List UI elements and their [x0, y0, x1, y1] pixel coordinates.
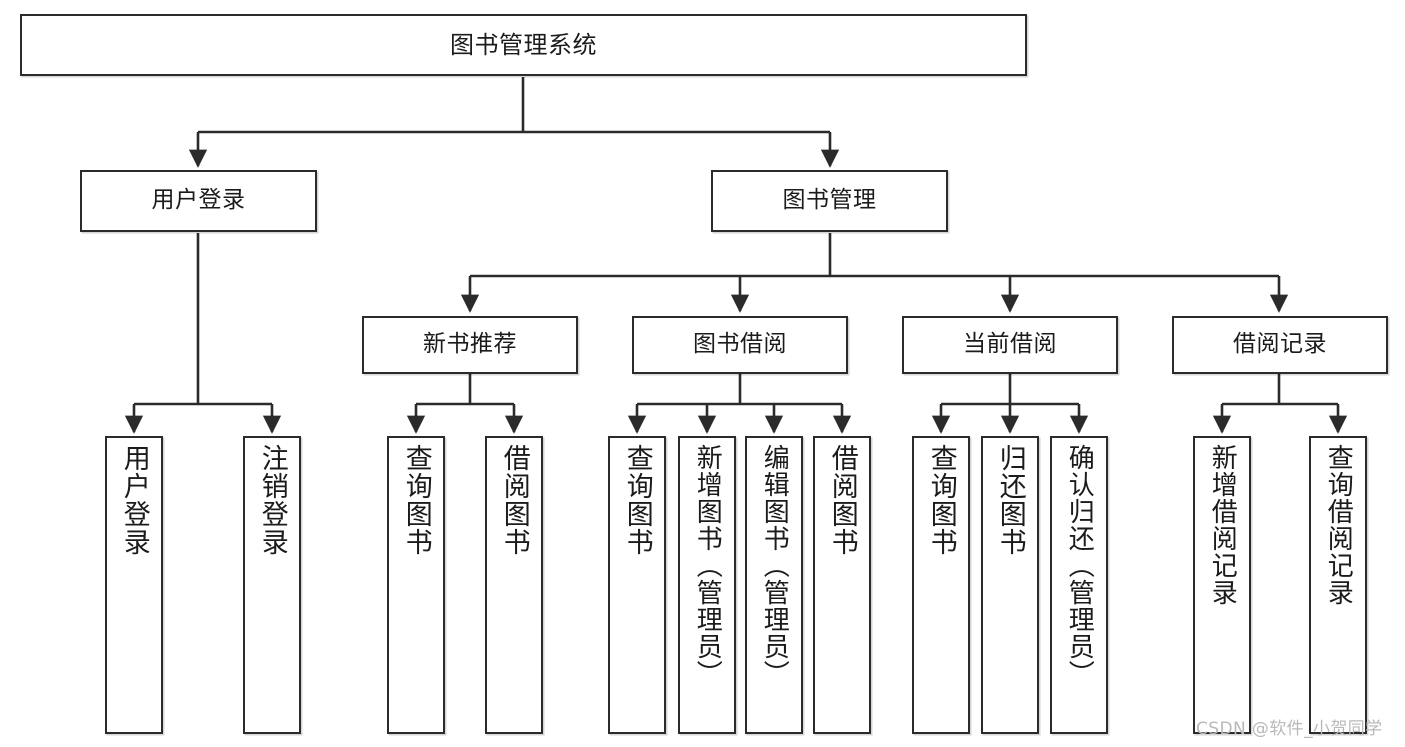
node-current-borrow-label: 当前借阅: [963, 331, 1057, 358]
node-borrow-record-label: 借阅记录: [1233, 331, 1327, 358]
node-leaf-user-login[interactable]: 用户登录: [105, 436, 163, 734]
node-leaf-query-book-3-label: 查询图书: [925, 444, 957, 556]
node-leaf-borrow-book-2-label: 借阅图书: [826, 444, 858, 556]
node-user-login-label: 用户登录: [151, 187, 246, 214]
node-leaf-edit-book[interactable]: 编辑图书（管理员）: [745, 436, 803, 734]
node-leaf-borrow-book-2[interactable]: 借阅图书: [813, 436, 871, 734]
node-current-borrow[interactable]: 当前借阅: [902, 316, 1118, 374]
node-leaf-borrow-book-1[interactable]: 借阅图书: [485, 436, 543, 734]
node-leaf-return-book[interactable]: 归还图书: [981, 436, 1039, 734]
node-leaf-query-book-2[interactable]: 查询图书: [608, 436, 666, 734]
node-book-manage-label: 图书管理: [782, 187, 877, 214]
node-leaf-query-book-3[interactable]: 查询图书: [912, 436, 970, 734]
node-book-borrow[interactable]: 图书借阅: [632, 316, 848, 374]
node-book-manage[interactable]: 图书管理: [711, 170, 948, 232]
node-root-label: 图书管理系统: [450, 30, 597, 59]
node-leaf-query-book-1-label: 查询图书: [400, 444, 432, 556]
node-root[interactable]: 图书管理系统: [20, 14, 1027, 76]
node-leaf-add-book-label: 新增图书（管理员）: [692, 444, 723, 687]
node-leaf-add-record-label: 新增借阅记录: [1207, 444, 1238, 606]
node-leaf-add-book[interactable]: 新增图书（管理员）: [678, 436, 736, 734]
node-leaf-query-record-label: 查询借阅记录: [1323, 444, 1354, 606]
node-leaf-user-login-label: 用户登录: [118, 444, 150, 556]
node-leaf-edit-book-label: 编辑图书（管理员）: [759, 444, 790, 687]
node-leaf-borrow-book-1-label: 借阅图书: [498, 444, 530, 556]
csdn-watermark: CSDN @软件_小贺同学: [1196, 719, 1383, 739]
node-book-borrow-label: 图书借阅: [693, 331, 787, 358]
node-leaf-return-book-label: 归还图书: [994, 444, 1026, 556]
node-leaf-confirm-return-label: 确认归还（管理员）: [1064, 444, 1095, 687]
node-leaf-query-book-2-label: 查询图书: [621, 444, 653, 556]
node-leaf-query-book-1[interactable]: 查询图书: [387, 436, 445, 734]
node-new-book-recommend[interactable]: 新书推荐: [362, 316, 578, 374]
node-borrow-record[interactable]: 借阅记录: [1172, 316, 1388, 374]
node-leaf-add-record[interactable]: 新增借阅记录: [1193, 436, 1251, 734]
node-user-login[interactable]: 用户登录: [80, 170, 317, 232]
node-leaf-confirm-return[interactable]: 确认归还（管理员）: [1050, 436, 1108, 734]
node-leaf-query-record[interactable]: 查询借阅记录: [1309, 436, 1367, 734]
node-new-book-recommend-label: 新书推荐: [423, 331, 517, 358]
node-leaf-logout[interactable]: 注销登录: [243, 436, 301, 734]
node-leaf-logout-label: 注销登录: [256, 444, 288, 556]
